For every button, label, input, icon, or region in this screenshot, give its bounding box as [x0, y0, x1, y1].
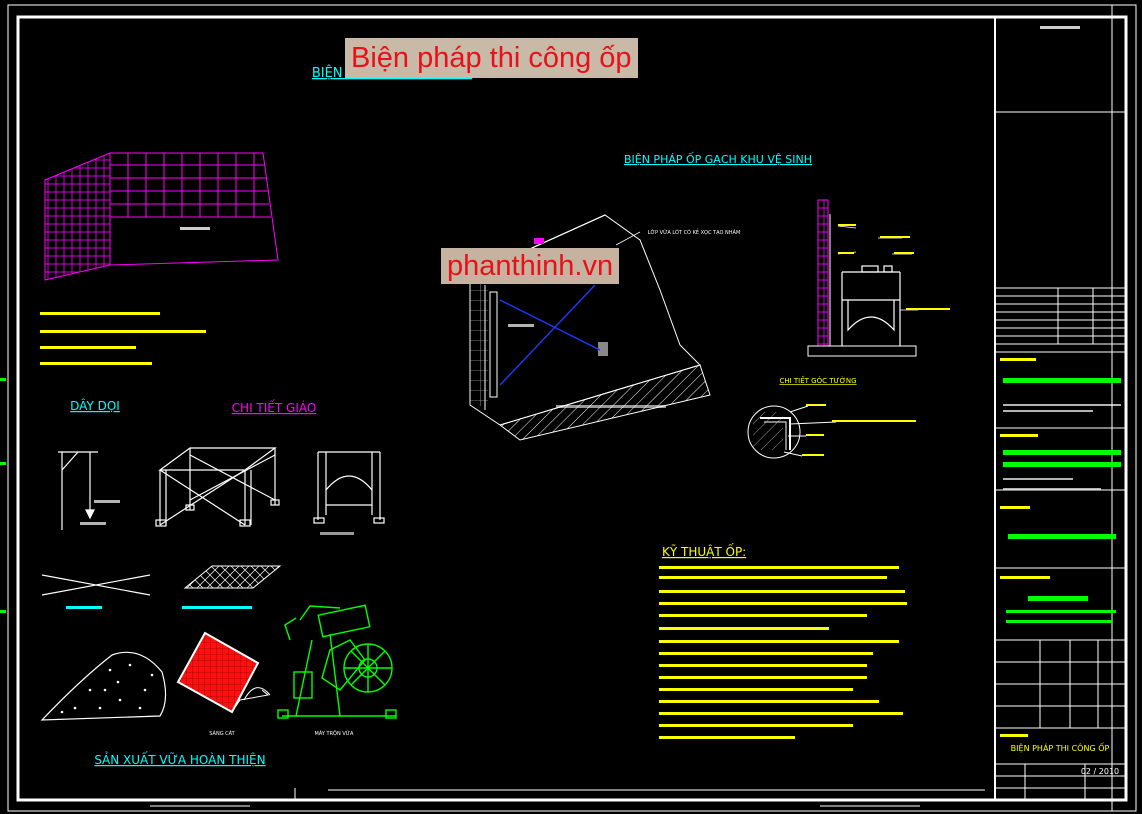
- wc-title: BIỆN PHÁP ỐP GẠCH KHU VỆ SINH: [624, 152, 812, 166]
- sand-pile-diagram: [40, 651, 167, 721]
- title-block-text: BIỆN PHÁP THI CÔNG ỐP 02 / 2010: [1000, 26, 1121, 776]
- sieve-label: SÀNG CÁT: [209, 730, 235, 737]
- scaffold-diagram: [155, 447, 385, 527]
- wc-3d-diagram: [469, 214, 711, 441]
- technique-title: KỸ THUẬT ỐP:: [662, 543, 746, 559]
- plumb-line-diagram: [58, 451, 98, 530]
- cross-brace-diagram: [41, 574, 151, 596]
- drawing-name: BIỆN PHÁP THI CÔNG ỐP: [1011, 741, 1110, 754]
- sieve-diagram: [176, 631, 271, 714]
- mortar-title: SẢN XUẤT VỮA HOÀN THIỆN: [94, 751, 265, 767]
- corner-title: CHI TIẾT GÓC TƯỜNG: [779, 375, 856, 385]
- overlay-watermark: phanthinh.vn: [441, 248, 620, 284]
- corner-detail-diagram: [747, 405, 837, 459]
- sheet-number: 02 / 2010: [1081, 767, 1119, 776]
- title-block: [995, 111, 1126, 800]
- wall-section-diagram: [807, 199, 918, 357]
- wall-notes: [40, 312, 206, 365]
- scaffold-plank-diagram: [183, 565, 282, 589]
- plumb-title: DÂY DỌI: [70, 398, 120, 413]
- tiled-wall-diagram: [44, 152, 279, 281]
- scaffold-title: CHI TIẾT GIÁO: [232, 399, 317, 415]
- overlay-title: Biện pháp thi công ốp: [345, 38, 638, 78]
- frame-ticks: [150, 788, 985, 807]
- mixer-label: MÁY TRỘN VỮA: [315, 730, 354, 737]
- wc-wall-label: LỚP VỮA LÓT CÓ KẺ XỌC TẠO NHÁM: [648, 228, 741, 236]
- mortar-mixer-diagram: [277, 604, 397, 719]
- left-edge-marks: [0, 378, 6, 613]
- technique-notes: [659, 566, 907, 739]
